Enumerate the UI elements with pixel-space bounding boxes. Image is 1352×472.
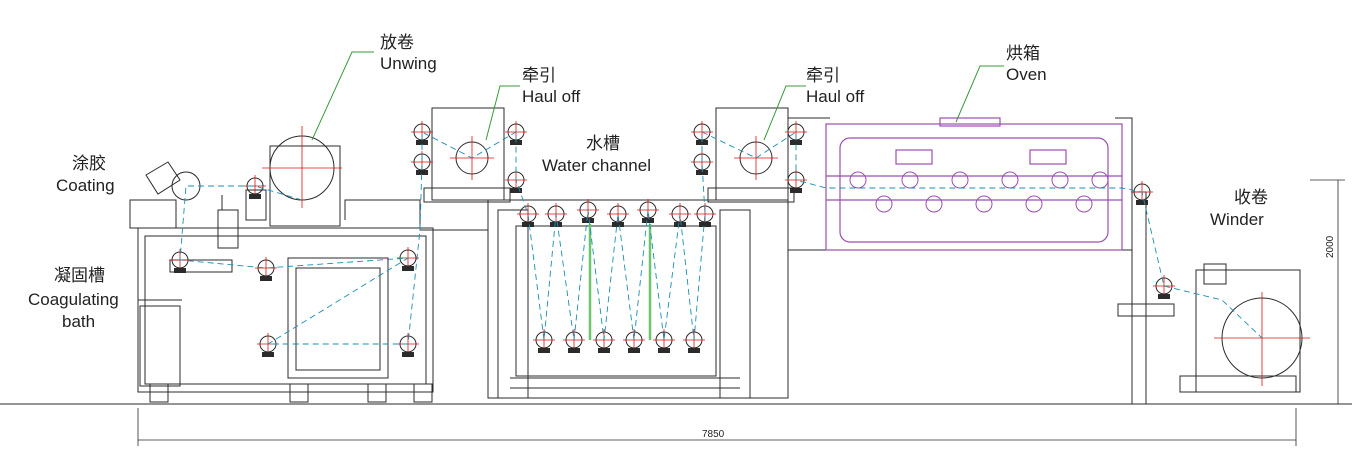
coagulating-label-cn: 凝固槽	[54, 266, 105, 285]
water-channel-label-en: Water channel	[542, 156, 651, 175]
coating-label-en: Coating	[56, 176, 115, 195]
winder-unit	[1179, 263, 1303, 393]
coagulating-tank	[137, 227, 434, 403]
oven-label-cn: 烘箱	[1006, 44, 1040, 63]
height-dimension-value: 2000	[1325, 235, 1336, 258]
oven-label-en: Oven	[1006, 65, 1047, 84]
haul-off-2	[707, 107, 795, 203]
winder-label-en: Winder	[1210, 210, 1264, 229]
winder-label-cn: 收卷	[1234, 188, 1268, 207]
unwind-stand	[269, 135, 341, 227]
oven-rollers	[849, 171, 1109, 213]
outline	[344, 199, 488, 231]
coating-unit	[129, 161, 267, 249]
haul-off-1-label-en: Haul off	[522, 87, 581, 106]
water-channel-label-cn: 水槽	[586, 134, 620, 153]
leader-lines	[311, 51, 1004, 141]
length-dimension	[137, 408, 1297, 446]
length-dimension-value: 7850	[702, 429, 725, 440]
coagulating-label-en: Coagulating	[28, 290, 119, 309]
haul-off-2-label-cn: 牵引	[806, 66, 840, 85]
haul-off-2-label-en: Haul off	[806, 87, 865, 106]
coating-label-cn: 涂胶	[72, 154, 106, 173]
water-guides	[588, 224, 652, 340]
haul-off-1-label-cn: 牵引	[522, 66, 556, 85]
water-channel	[487, 199, 789, 399]
oven	[825, 117, 1123, 251]
coagulating-label-en2: bath	[62, 312, 96, 331]
haul-off-1	[423, 107, 511, 203]
unwind-label-en: Unwing	[380, 54, 437, 73]
web-path	[179, 131, 1263, 345]
unwind-label-cn: 放卷	[380, 33, 414, 52]
height-dimension	[1310, 179, 1345, 405]
